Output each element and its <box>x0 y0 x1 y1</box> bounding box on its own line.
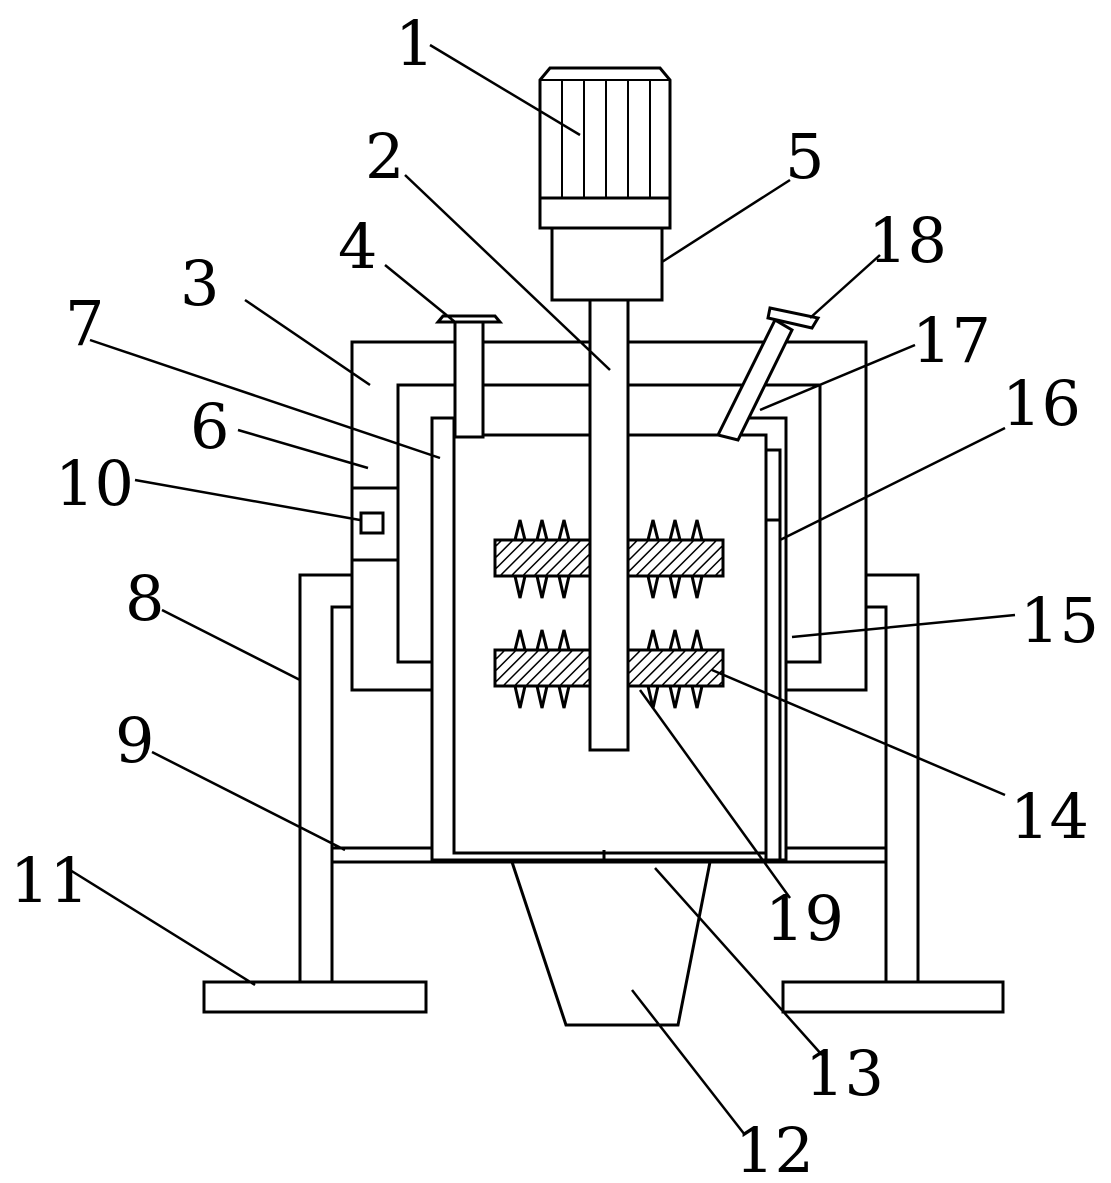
coupling <box>550 226 664 302</box>
label-9: 9 <box>115 704 154 777</box>
label-18: 18 <box>868 204 947 277</box>
inclined-pipe <box>715 306 821 442</box>
label-7: 7 <box>65 287 104 360</box>
label-11: 11 <box>10 844 89 917</box>
label-17: 17 <box>912 304 991 377</box>
part-numbers: 1 2 3 4 5 6 7 8 9 10 11 12 13 14 15 16 1… <box>10 7 1099 1183</box>
label-13: 13 <box>805 1037 884 1110</box>
label-2: 2 <box>365 120 404 193</box>
label-14: 14 <box>1010 780 1089 853</box>
right-support-frame <box>781 573 1005 1014</box>
label-10: 10 <box>55 447 134 520</box>
leader-lines <box>69 43 1016 1136</box>
left-support-frame <box>202 573 428 1014</box>
label-8: 8 <box>125 562 164 635</box>
label-1: 1 <box>395 7 434 80</box>
label-4: 4 <box>338 210 377 283</box>
label-3: 3 <box>180 247 219 320</box>
label-15: 15 <box>1020 584 1099 657</box>
stirring-blades <box>493 538 725 688</box>
label-12: 12 <box>735 1114 814 1183</box>
motor <box>538 66 672 230</box>
discharge-hopper <box>509 850 712 1027</box>
label-6: 6 <box>190 390 229 463</box>
blade-teeth <box>513 519 704 709</box>
control-box <box>350 486 400 562</box>
label-16: 16 <box>1002 367 1081 440</box>
stirring-shaft <box>588 298 630 752</box>
label-19: 19 <box>765 882 844 955</box>
label-5: 5 <box>785 120 824 193</box>
side-tube-top <box>764 448 782 522</box>
